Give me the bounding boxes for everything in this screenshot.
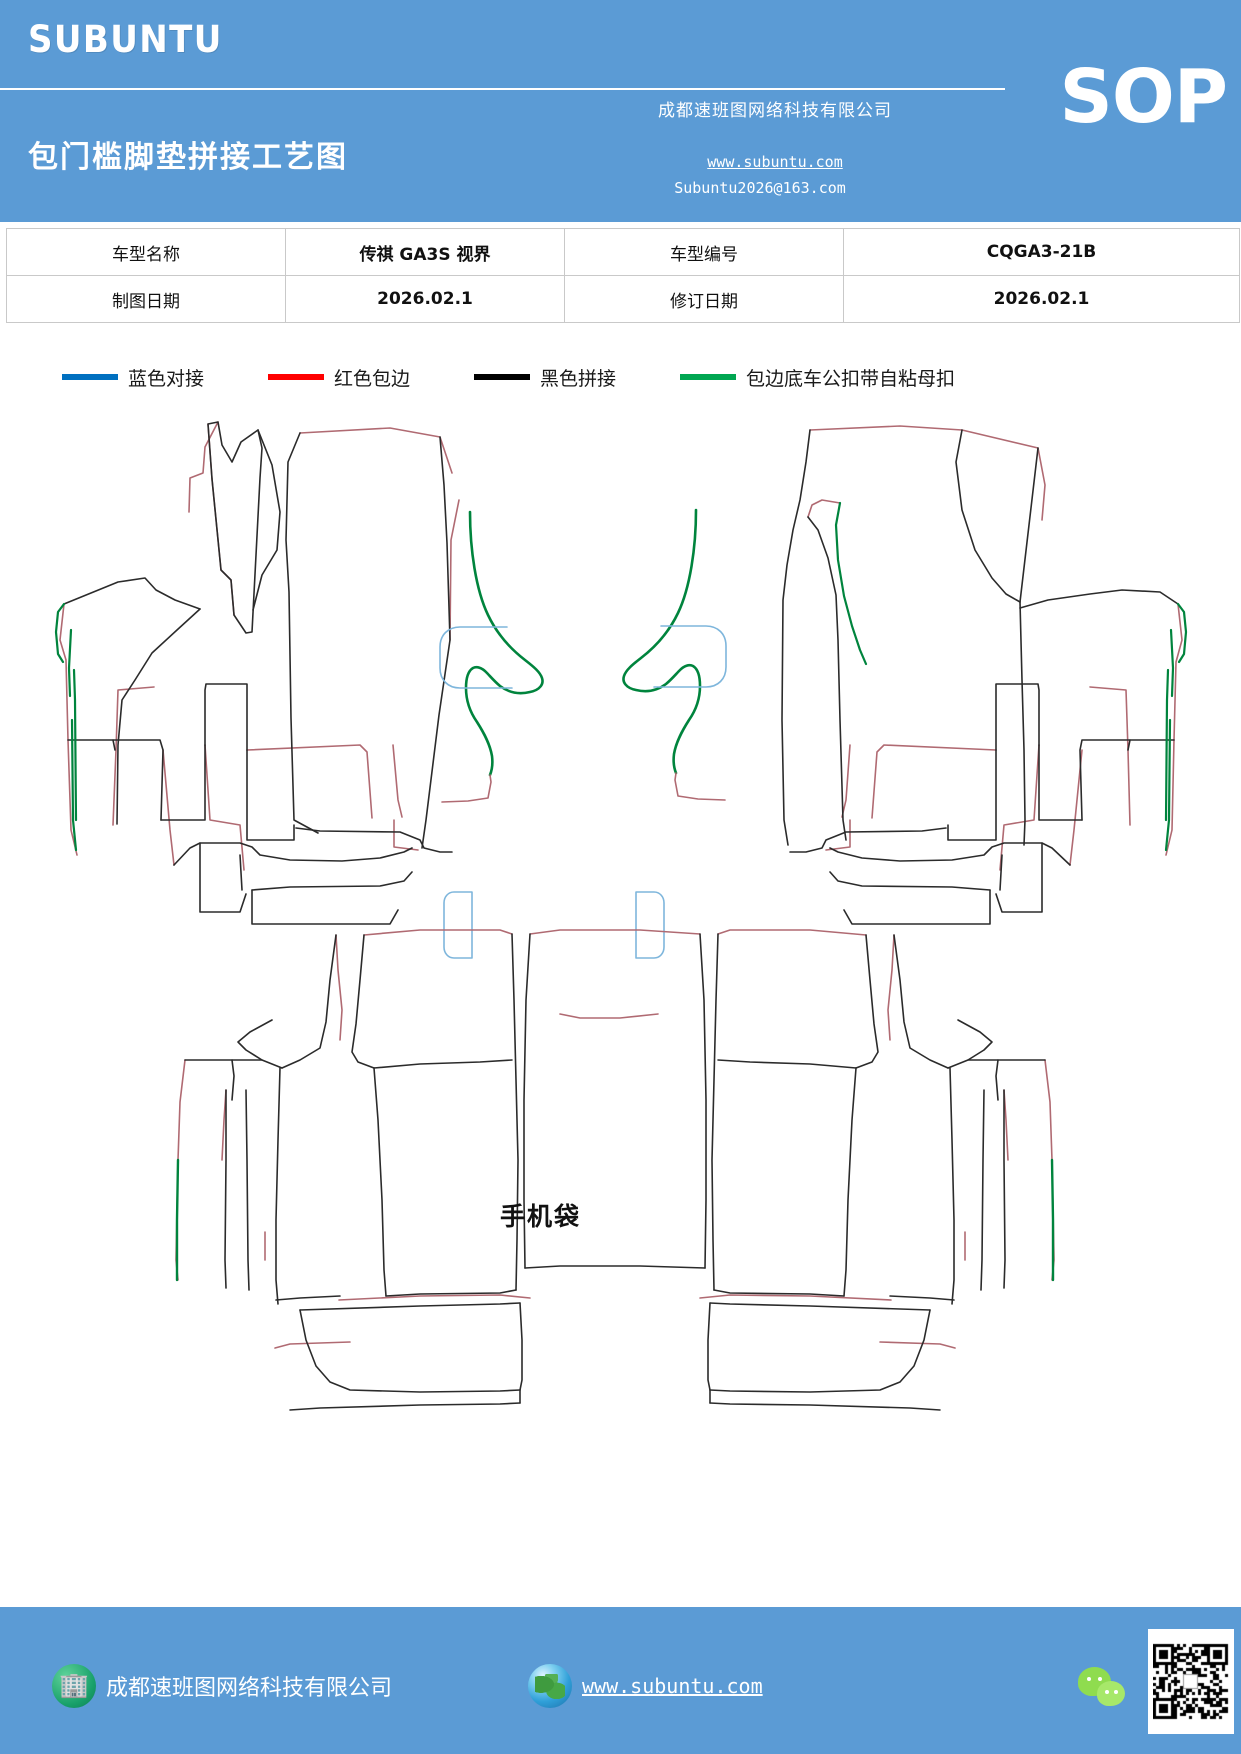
front-right-green-hook-loop: [834, 501, 1188, 852]
vehicle-info-table: 车型名称 传祺 GA3S 视界 车型编号 CQGA3-21B 制图日期 2026…: [6, 228, 1240, 323]
footer-website[interactable]: www.subuntu.com: [528, 1664, 763, 1708]
cell-model-name-value: 传祺 GA3S 视界: [285, 228, 565, 276]
legend-label-blue: 蓝色对接: [128, 367, 205, 390]
rear-center-red-binding: [529, 929, 701, 1019]
legend-swatch-blue: [62, 374, 118, 380]
header-divider: [0, 88, 1005, 90]
page-title: 包门槛脚垫拼接工艺图: [28, 140, 348, 175]
table-row: 制图日期 2026.02.1 修订日期 2026.02.1: [6, 275, 1240, 323]
legend-swatch-red: [268, 374, 324, 380]
front-right-center-green-strap: [622, 508, 702, 775]
legend-swatch-green: [680, 374, 736, 380]
technical-drawing-area: 手机袋: [0, 400, 1241, 1430]
cell-model-code-value: CQGA3-21B: [843, 228, 1240, 276]
wechat-bubble-small: [1097, 1681, 1125, 1706]
wechat-dot: [1098, 1677, 1102, 1681]
cell-draw-date-label: 制图日期: [6, 275, 286, 323]
front-right-black-seam: [781, 429, 1179, 925]
phone-pocket-annotation: 手机袋: [500, 1202, 582, 1231]
legend-label-green: 包边底车公扣带自粘母扣: [746, 367, 956, 390]
rear-center-black-seam: [523, 933, 707, 1269]
header-website-link[interactable]: www.subuntu.com: [707, 153, 843, 171]
qr-code-canvas: [1153, 1634, 1229, 1729]
footer-company-label: 成都速班图网络科技有限公司: [106, 1676, 393, 1701]
footer-website-label[interactable]: www.subuntu.com: [582, 1674, 763, 1698]
rear-right-red-binding: [699, 929, 1055, 1349]
building-icon: 🏢: [52, 1664, 96, 1708]
cell-revision-date-label: 修订日期: [564, 275, 844, 323]
wechat-dot: [1114, 1690, 1118, 1694]
legend-swatch-black: [474, 374, 530, 380]
legend-item-green-hook-loop: 包边底车公扣带自粘母扣: [680, 360, 955, 394]
wechat-dot: [1087, 1677, 1091, 1681]
table-row: 车型名称 传祺 GA3S 视界 车型编号 CQGA3-21B: [6, 228, 1240, 276]
wechat-dot: [1105, 1690, 1109, 1694]
rear-left-red-binding: [175, 929, 531, 1349]
front-left-blue-butt-joint: [439, 626, 513, 689]
rear-right-green-hook-loop: [1050, 1158, 1055, 1282]
cell-model-name-label: 车型名称: [6, 228, 286, 276]
front-right-center-red-binding: [674, 772, 726, 801]
legend-label-red: 红色包边: [334, 367, 411, 390]
header-company-name: 成都速班图网络科技有限公司: [658, 101, 892, 121]
front-left-center-red-binding: [441, 774, 492, 803]
globe-icon: [528, 1664, 572, 1708]
cell-model-code-label: 车型编号: [564, 228, 844, 276]
front-right-blue-butt-joint: [653, 625, 727, 688]
rear-left-green-hook-loop: [175, 1158, 180, 1282]
front-right-red-binding: [807, 425, 1183, 871]
sop-badge: SOP: [1059, 54, 1228, 140]
cell-revision-date-value: 2026.02.1: [843, 275, 1240, 323]
qr-code[interactable]: [1148, 1629, 1234, 1734]
rear-left-black-seam: [184, 933, 523, 1411]
cell-draw-date-value: 2026.02.1: [285, 275, 565, 323]
header-email[interactable]: Subuntu2026@163.com: [674, 179, 846, 197]
phone-pocket-outlines: [443, 891, 665, 959]
legend: 蓝色对接 红色包边 黑色拼接 包边底车公扣带自粘母扣: [62, 360, 1062, 394]
legend-item-black-seam: 黑色拼接: [474, 360, 616, 394]
front-left-green-hook-loop: [54, 602, 78, 852]
legend-label-black: 黑色拼接: [540, 367, 617, 390]
front-left-black-seam: [63, 421, 453, 925]
rear-right-black-seam: [707, 933, 1046, 1411]
page-header: SUBUNTU SOP 包门槛脚垫拼接工艺图 成都速班图网络科技有限公司 www…: [0, 0, 1241, 222]
brand-logo: SUBUNTU: [28, 18, 223, 61]
wechat-icon: [1078, 1667, 1132, 1709]
floor-mat-pattern-svg: [54, 421, 1188, 1411]
legend-item-blue-butt-joint: 蓝色对接: [62, 360, 204, 394]
footer-company: 🏢 成都速班图网络科技有限公司: [52, 1664, 392, 1708]
page-footer: 🏢 成都速班图网络科技有限公司 www.subuntu.com: [0, 1607, 1241, 1754]
front-left-center-green-strap: [464, 510, 544, 777]
legend-item-red-binding: 红色包边: [268, 360, 410, 394]
